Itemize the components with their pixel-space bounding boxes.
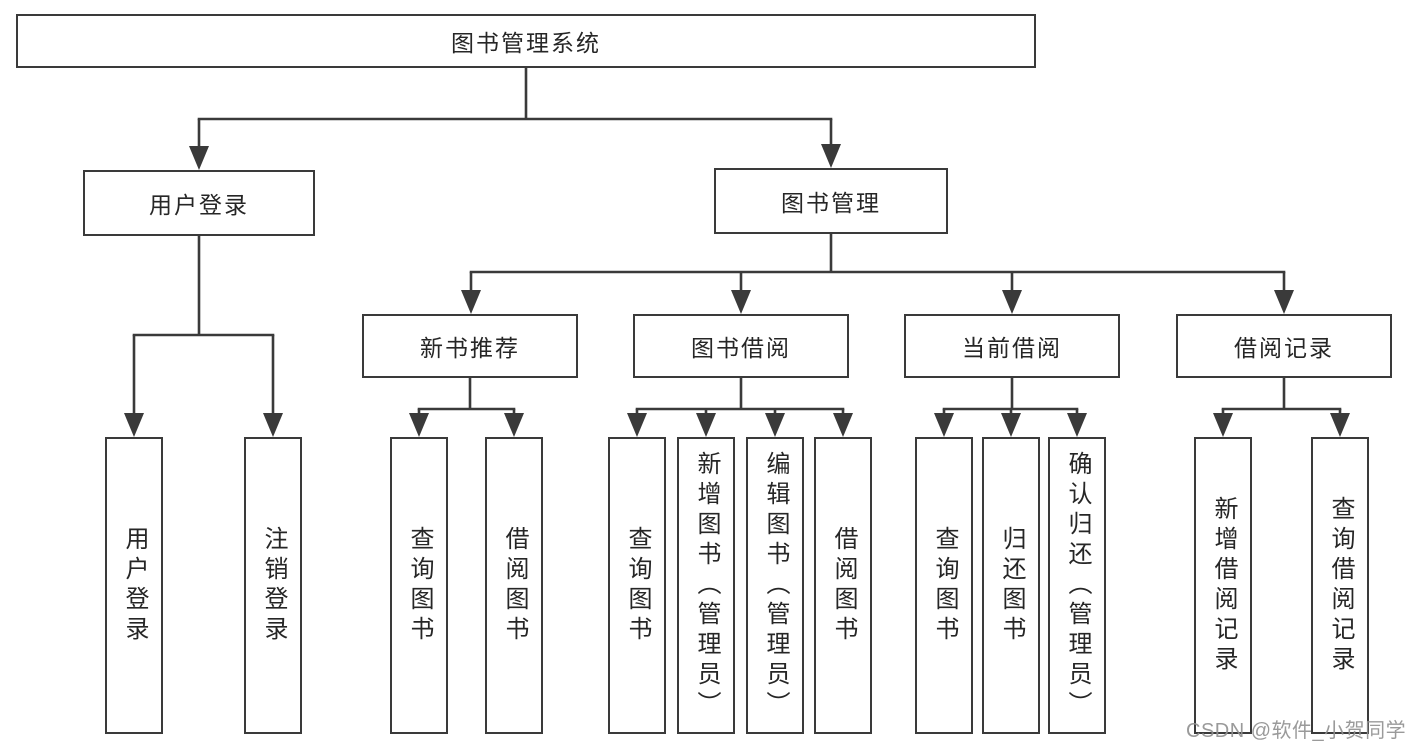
- edge-book-borrowing-to-leaves: [627, 378, 853, 437]
- leaf-add-book-admin: 新增图书（管理员）: [677, 437, 735, 734]
- leaf-query-borrow-record: 查询借阅记录: [1311, 437, 1369, 734]
- node-book-management: 图书管理: [714, 168, 948, 234]
- edge-current-borrowing-to-leaves: [934, 378, 1087, 437]
- leaf-query-books-recommend: 查询图书: [390, 437, 448, 734]
- leaf-query-books-current: 查询图书: [915, 437, 973, 734]
- edge-root-to-level2: [189, 68, 841, 170]
- leaf-edit-book-admin: 编辑图书（管理员）: [746, 437, 804, 734]
- csdn-watermark: CSDN @软件_小贺同学: [1186, 720, 1405, 742]
- leaf-borrow-books-borrowing: 借阅图书: [814, 437, 872, 734]
- edge-user-login-to-leaves: [124, 236, 283, 437]
- edge-borrow-records-to-leaves: [1213, 378, 1350, 437]
- edge-new-book-to-leaves: [409, 378, 524, 437]
- node-user-login: 用户登录: [83, 170, 315, 236]
- leaf-add-borrow-record: 新增借阅记录: [1194, 437, 1252, 734]
- node-book-borrowing: 图书借阅: [633, 314, 849, 378]
- leaf-confirm-return-admin: 确认归还（管理员）: [1048, 437, 1106, 734]
- edge-book-management-to-level3: [461, 234, 1294, 314]
- node-library-system: 图书管理系统: [16, 14, 1036, 68]
- node-borrowing-records: 借阅记录: [1176, 314, 1392, 378]
- leaf-borrow-books-recommend: 借阅图书: [485, 437, 543, 734]
- leaf-logout: 注销登录: [244, 437, 302, 734]
- node-new-book-recommendation: 新书推荐: [362, 314, 578, 378]
- leaf-user-login: 用户登录: [105, 437, 163, 734]
- node-current-borrowing: 当前借阅: [904, 314, 1120, 378]
- leaf-query-books-borrowing: 查询图书: [608, 437, 666, 734]
- leaf-return-book: 归还图书: [982, 437, 1040, 734]
